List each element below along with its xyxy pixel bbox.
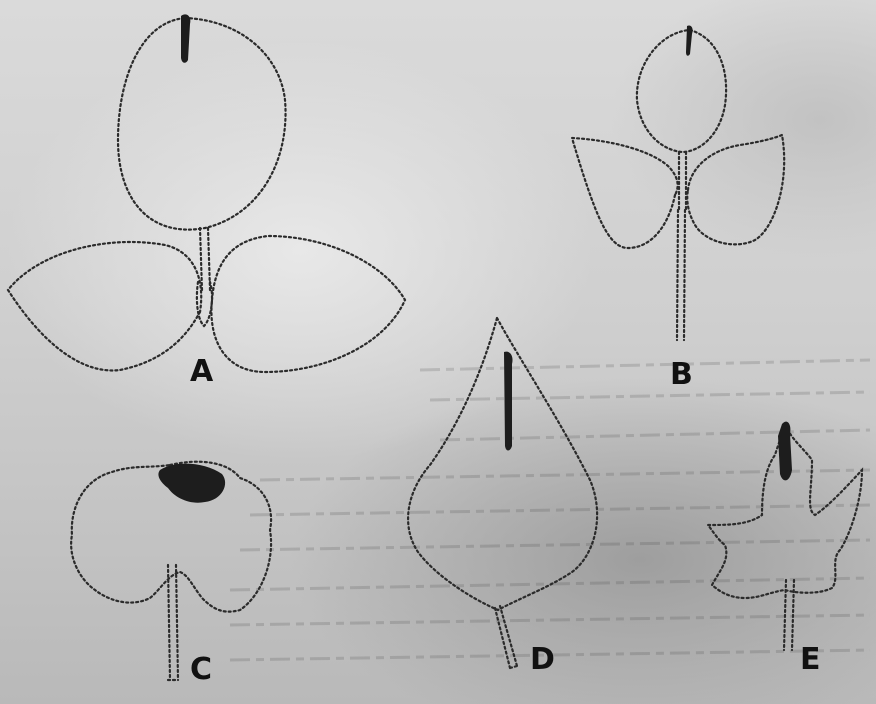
leaf-a-stain	[181, 14, 190, 62]
leaf-b-terminal-leaflet	[637, 30, 726, 152]
leaf-b-left-leaflet	[572, 138, 678, 248]
leaf-c	[71, 462, 271, 680]
leaf-b-stain	[686, 25, 693, 55]
label-b: B	[670, 360, 693, 390]
leaf-c-petiole	[168, 565, 178, 680]
leaf-b-petiole	[677, 152, 686, 340]
leaf-a-terminal-leaflet	[118, 18, 286, 230]
leaf-d-stain	[504, 352, 513, 451]
bleed-through-text	[230, 360, 870, 660]
label-d: D	[530, 645, 555, 675]
leaf-a-left-leaflet	[8, 242, 201, 370]
label-a: A	[190, 357, 213, 387]
label-e: E	[800, 645, 821, 675]
label-c: C	[190, 655, 212, 685]
leaf-d-petiole	[495, 606, 517, 668]
leaf-a-right-leaflet	[211, 236, 405, 372]
leaf-a	[8, 14, 405, 372]
leaf-b-right-leaflet	[687, 135, 784, 244]
leaf-e-stain	[778, 422, 792, 481]
leaf-b	[572, 25, 784, 340]
leaf-e-petiole	[784, 580, 794, 650]
leaf-d-blade	[408, 318, 597, 610]
leaf-c-stain	[158, 464, 225, 503]
